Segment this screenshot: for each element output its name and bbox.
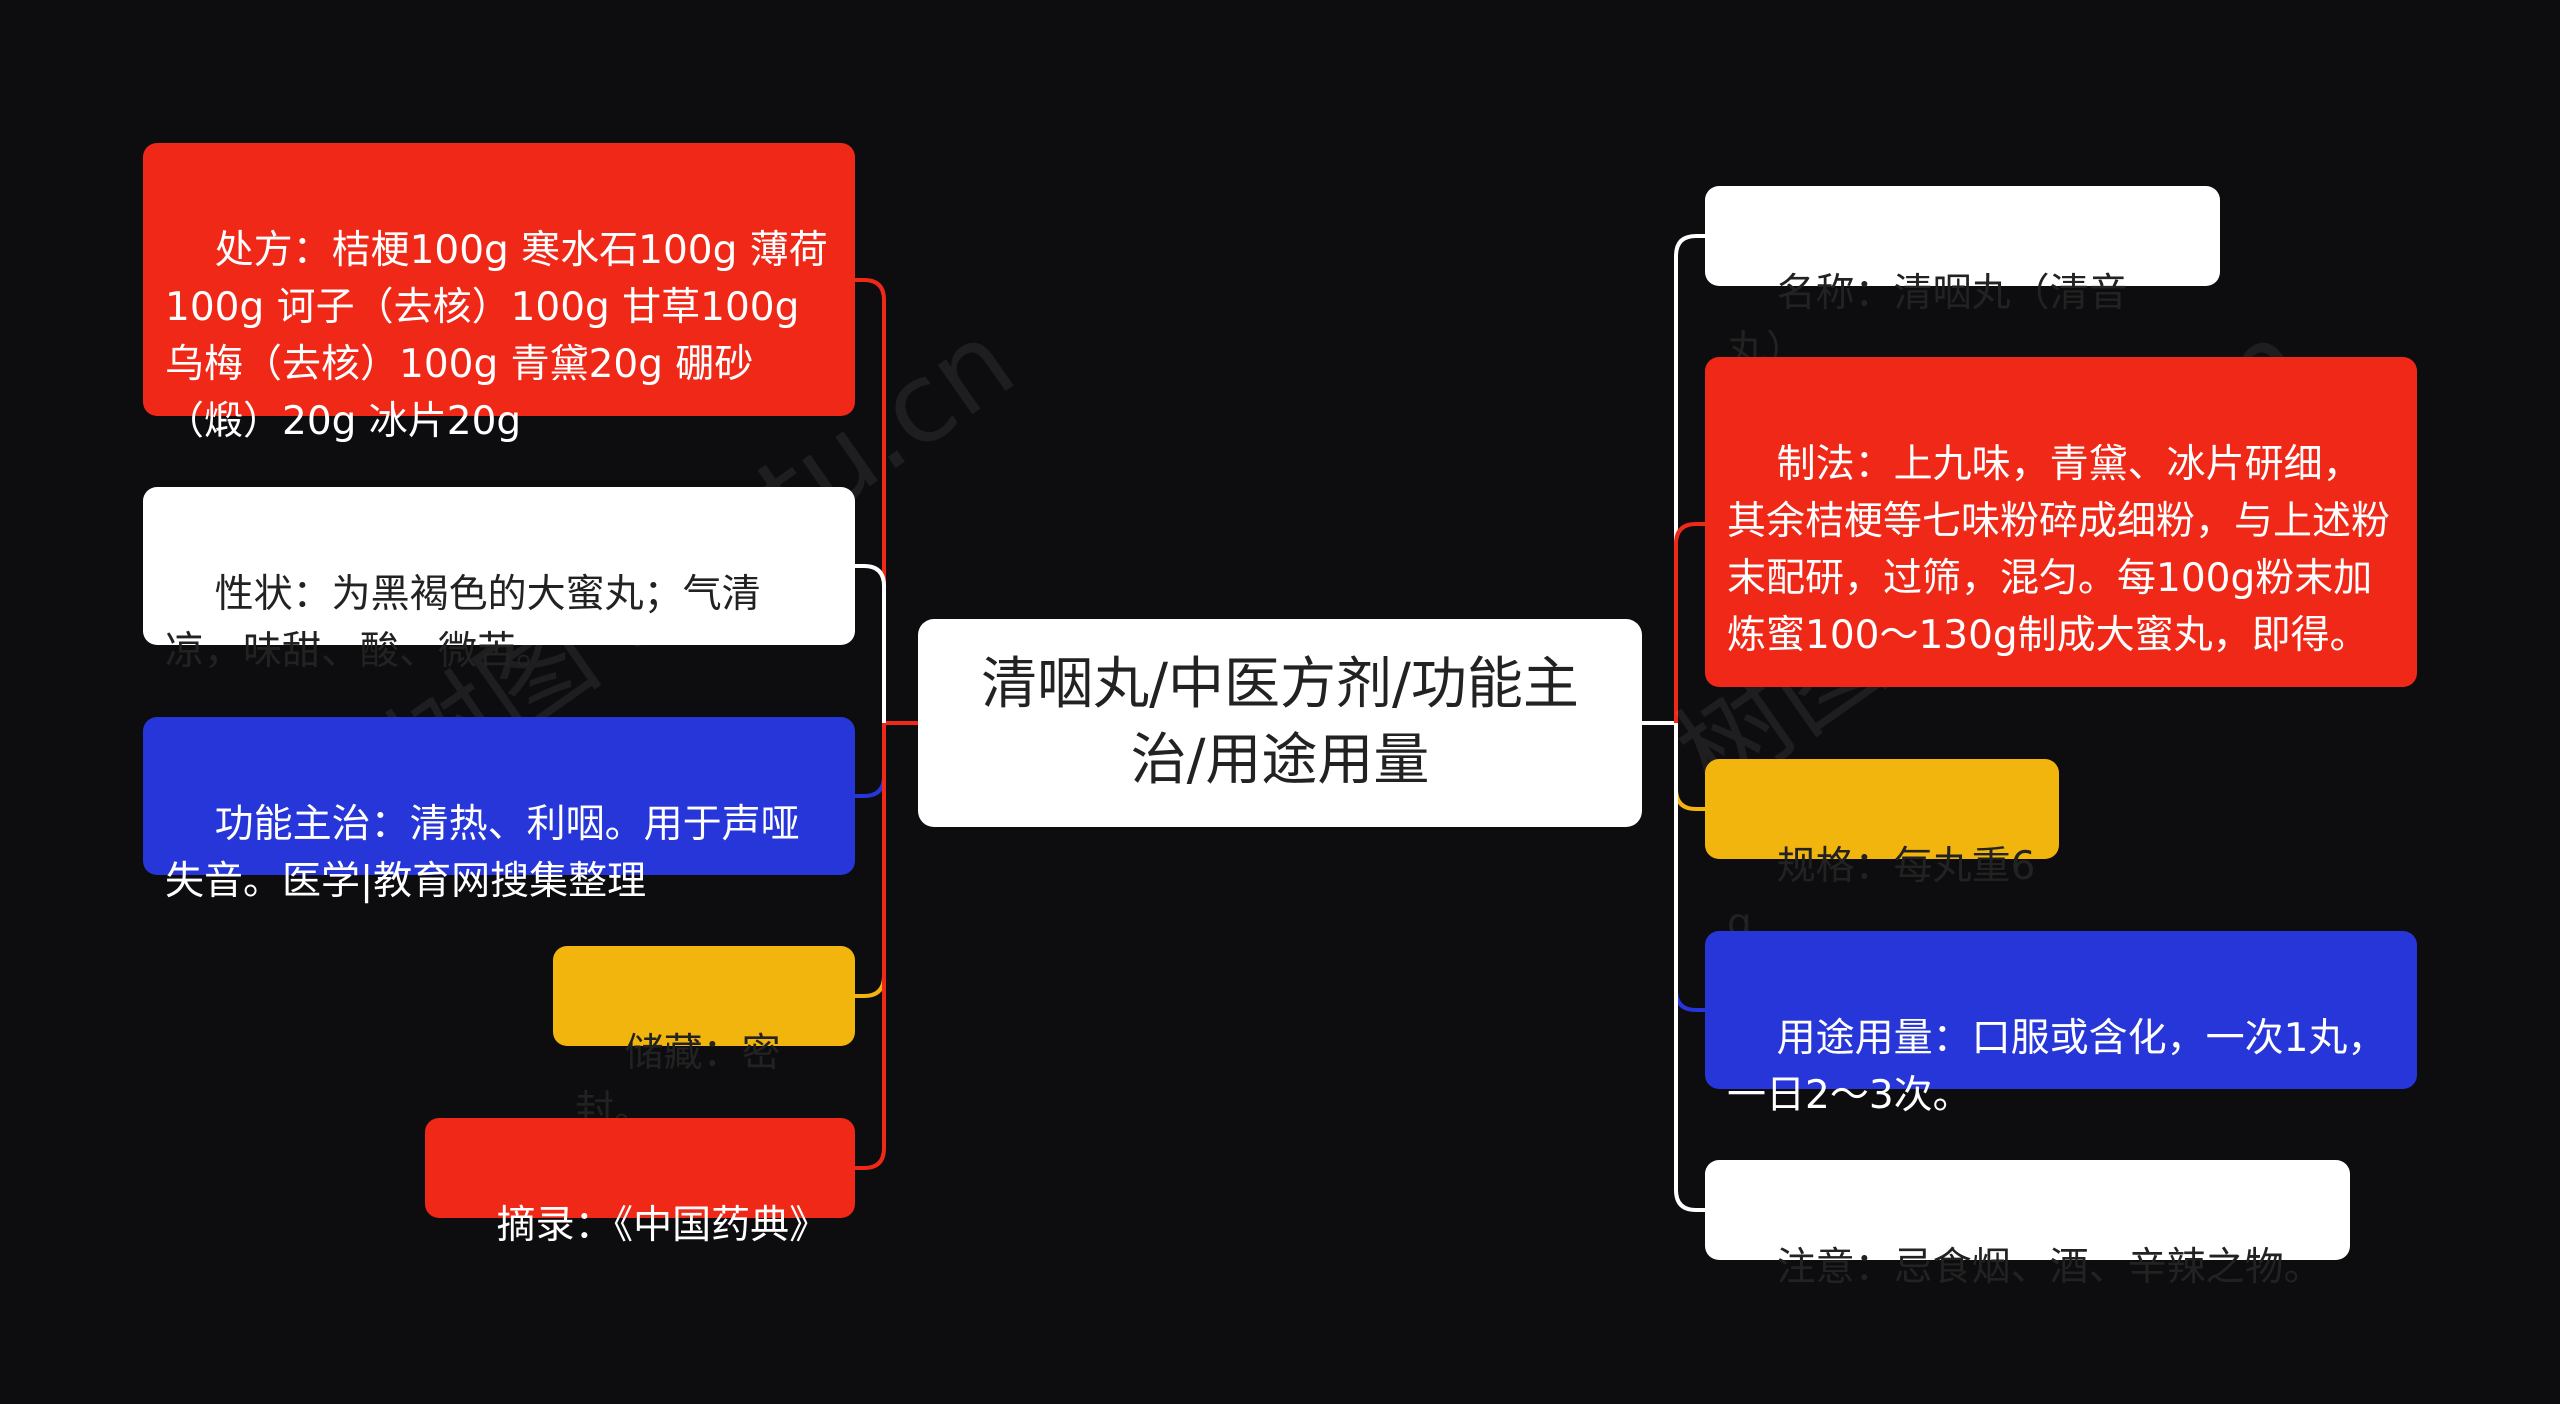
node-storage[interactable]: 储藏：密封。 — [553, 946, 855, 1133]
central-topic-label: 清咽丸/中医方剂/功能主治/用途用量 — [981, 652, 1579, 793]
node-caution-label: 注意：忌食烟、酒、辛辣之物。 — [1776, 1245, 2323, 1290]
branch-caution — [1674, 723, 1706, 1212]
node-name[interactable]: 名称：清咽丸（清音丸） — [1705, 186, 2220, 373]
node-source-label: 摘录：《中国药典》 — [496, 1203, 829, 1248]
node-name-label: 名称：清咽丸（清音丸） — [1727, 271, 2128, 373]
branch-name — [1674, 234, 1706, 723]
node-prescription-label: 处方：桔梗100g 寒水石100g 薄荷100g 诃子（去核）100g 甘草10… — [165, 228, 828, 444]
branch-usage — [1674, 723, 1706, 1012]
branch-preparation — [1674, 522, 1706, 723]
node-function[interactable]: 功能主治：清热、利咽。用于声哑失音。医学|教育网搜集整理 — [143, 717, 855, 904]
node-appearance-label: 性状：为黑褐色的大蜜丸；气清凉，味甜、酸、微苦。 — [165, 572, 761, 674]
branch-spec — [1674, 723, 1706, 811]
branch-appearance — [854, 564, 886, 723]
node-spec[interactable]: 规格：每丸重6g — [1705, 759, 2059, 946]
node-source[interactable]: 摘录：《中国药典》 — [425, 1118, 855, 1248]
central-topic[interactable]: 清咽丸/中医方剂/功能主治/用途用量 — [918, 619, 1642, 827]
node-appearance[interactable]: 性状：为黑褐色的大蜜丸；气清凉，味甜、酸、微苦。 — [143, 487, 855, 674]
branch-function — [854, 723, 886, 798]
branch-source — [854, 723, 886, 1170]
node-preparation-label: 制法：上九味，青黛、冰片研细，其余桔梗等七味粉碎成细粉，与上述粉末配研，过筛，混… — [1727, 442, 2391, 658]
node-usage[interactable]: 用途用量：口服或含化，一次1丸，一日2～3次。 — [1705, 931, 2417, 1118]
node-preparation[interactable]: 制法：上九味，青黛、冰片研细，其余桔梗等七味粉碎成细粉，与上述粉末配研，过筛，混… — [1705, 357, 2417, 687]
node-function-label: 功能主治：清热、利咽。用于声哑失音。医学|教育网搜集整理 — [165, 802, 800, 904]
branch-storage — [854, 723, 886, 998]
node-caution[interactable]: 注意：忌食烟、酒、辛辣之物。 — [1705, 1160, 2350, 1290]
node-usage-label: 用途用量：口服或含化，一次1丸，一日2～3次。 — [1727, 1016, 2387, 1118]
branch-prescription — [854, 278, 886, 723]
node-prescription[interactable]: 处方：桔梗100g 寒水石100g 薄荷100g 诃子（去核）100g 甘草10… — [143, 143, 855, 444]
